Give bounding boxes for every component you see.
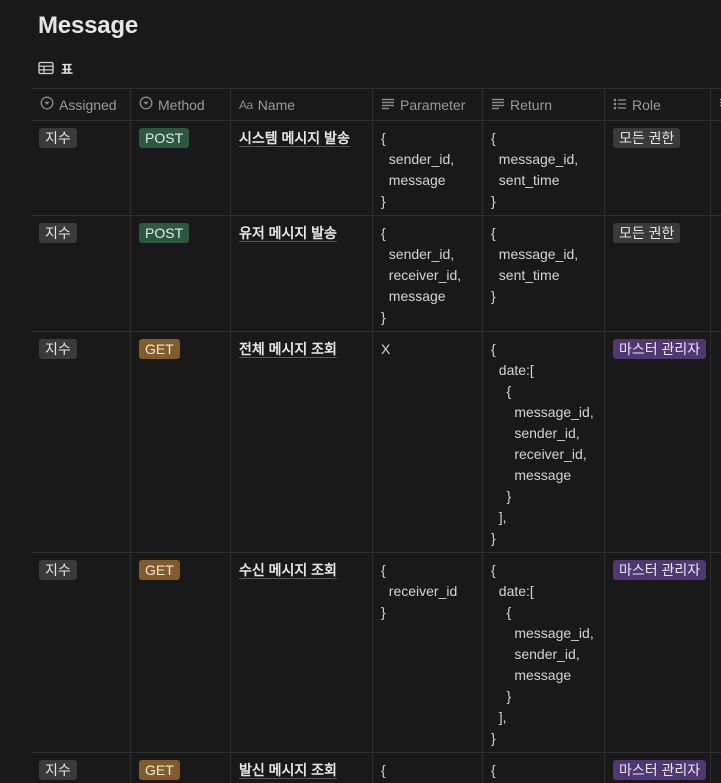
method-tag: GET	[139, 560, 180, 580]
name-cell[interactable]: 전체 메시지 조회	[231, 332, 373, 552]
parameter-cell[interactable]: X	[373, 332, 483, 552]
role-tag: 모든 권한	[613, 128, 681, 148]
overflow-cell[interactable]	[711, 216, 721, 331]
parameter-text: {	[381, 762, 386, 778]
column-header-return[interactable]: Return	[483, 89, 605, 120]
name-cell[interactable]: 유저 메시지 발송	[231, 216, 373, 331]
select-property-icon	[139, 96, 153, 113]
assigned-cell[interactable]: 지수	[32, 332, 131, 552]
role-cell[interactable]: 마스터 관리자	[605, 553, 711, 752]
row-title[interactable]: 유저 메시지 발송	[239, 225, 337, 241]
name-cell[interactable]: 발신 메시지 조회	[231, 753, 373, 783]
return-text: { date:[ { message_id, sender_id, receiv…	[491, 341, 594, 546]
parameter-text: X	[381, 341, 391, 357]
assignee-tag: 지수	[39, 339, 77, 359]
role-tag: 마스터 관리자	[613, 760, 707, 780]
assignee-tag: 지수	[39, 128, 77, 148]
parameter-cell[interactable]: { receiver_id }	[373, 553, 483, 752]
assigned-cell[interactable]: 지수	[32, 553, 131, 752]
assignee-tag: 지수	[39, 223, 77, 243]
text-property-icon	[491, 97, 505, 113]
assigned-cell[interactable]: 지수	[32, 216, 131, 331]
column-header-label: Assigned	[59, 96, 117, 113]
method-cell[interactable]: GET	[131, 553, 231, 752]
select-property-icon	[40, 96, 54, 113]
return-text: { message_id, sent_time }	[491, 225, 579, 304]
role-cell[interactable]: 마스터 관리자	[605, 753, 711, 783]
return-cell[interactable]: { date:[ { message_id, sender_id, messag…	[483, 553, 605, 752]
assigned-cell[interactable]: 지수	[32, 121, 131, 215]
return-cell[interactable]: { message_id, sent_time }	[483, 121, 605, 215]
text-property-icon	[381, 97, 395, 113]
method-tag: GET	[139, 339, 180, 359]
parameter-text: { receiver_id }	[381, 562, 458, 620]
role-tag: 마스터 관리자	[613, 560, 707, 580]
method-tag: GET	[139, 760, 180, 780]
table-row[interactable]: 지수 POST 시스템 메시지 발송 { sender_id, message …	[32, 121, 721, 216]
table-view-label: 표	[61, 61, 73, 77]
column-header-assigned[interactable]: Assigned	[32, 89, 131, 120]
row-title[interactable]: 수신 메시지 조회	[239, 562, 337, 578]
title-property-icon: Aa	[239, 97, 253, 112]
overflow-cell[interactable]	[711, 753, 721, 783]
parameter-cell[interactable]: {	[373, 753, 483, 783]
table-row[interactable]: 지수 GET 전체 메시지 조회 X { date:[ { message_id…	[32, 332, 721, 553]
method-cell[interactable]: GET	[131, 753, 231, 783]
role-cell[interactable]: 마스터 관리자	[605, 332, 711, 552]
parameter-text: { sender_id, receiver_id, message }	[381, 225, 462, 325]
assignee-tag: 지수	[39, 560, 77, 580]
method-cell[interactable]: GET	[131, 332, 231, 552]
return-text: { message_id, sent_time }	[491, 130, 579, 209]
role-cell[interactable]: 모든 권한	[605, 216, 711, 331]
table-row[interactable]: 지수 GET 발신 메시지 조회 { { 마스터 관리자	[32, 753, 721, 783]
column-header-role[interactable]: Role	[605, 89, 711, 120]
assignee-tag: 지수	[39, 760, 77, 780]
overflow-cell[interactable]	[711, 121, 721, 215]
return-cell[interactable]: {	[483, 753, 605, 783]
return-text: { date:[ { message_id, sender_id, messag…	[491, 562, 594, 746]
assigned-cell[interactable]: 지수	[32, 753, 131, 783]
row-title[interactable]: 시스템 메시지 발송	[239, 130, 350, 146]
return-text: {	[491, 762, 496, 778]
row-title[interactable]: 전체 메시지 조회	[239, 341, 337, 357]
column-header-overflow[interactable]	[711, 89, 721, 120]
overflow-cell[interactable]	[711, 553, 721, 752]
method-tag: POST	[139, 128, 190, 148]
table-view-tab[interactable]: 표	[38, 58, 73, 78]
column-header-label: Parameter	[400, 96, 466, 113]
column-header-label: Role	[632, 96, 661, 113]
row-title[interactable]: 발신 메시지 조회	[239, 762, 337, 778]
column-header-label: Return	[510, 96, 553, 113]
page-title: Message	[38, 12, 138, 39]
column-header-method[interactable]: Method	[131, 89, 231, 120]
name-cell[interactable]: 시스템 메시지 발송	[231, 121, 373, 215]
parameter-text: { sender_id, message }	[381, 130, 455, 209]
method-cell[interactable]: POST	[131, 216, 231, 331]
table-header: Assigned Method Aa Name Parameter Return	[32, 88, 721, 121]
table-row[interactable]: 지수 POST 유저 메시지 발송 { sender_id, receiver_…	[32, 216, 721, 332]
overflow-cell[interactable]	[711, 332, 721, 552]
parameter-cell[interactable]: { sender_id, receiver_id, message }	[373, 216, 483, 331]
database-table: Assigned Method Aa Name Parameter Return	[32, 88, 721, 783]
method-cell[interactable]: POST	[131, 121, 231, 215]
return-cell[interactable]: { message_id, sent_time }	[483, 216, 605, 331]
table-icon	[38, 61, 54, 75]
return-cell[interactable]: { date:[ { message_id, sender_id, receiv…	[483, 332, 605, 552]
role-tag: 모든 권한	[613, 223, 681, 243]
role-cell[interactable]: 모든 권한	[605, 121, 711, 215]
table-row[interactable]: 지수 GET 수신 메시지 조회 { receiver_id } { date:…	[32, 553, 721, 753]
parameter-cell[interactable]: { sender_id, message }	[373, 121, 483, 215]
role-tag: 마스터 관리자	[613, 339, 707, 359]
name-cell[interactable]: 수신 메시지 조회	[231, 553, 373, 752]
column-header-label: Method	[158, 96, 205, 113]
column-header-parameter[interactable]: Parameter	[373, 89, 483, 120]
column-header-name[interactable]: Aa Name	[231, 89, 373, 120]
multi-select-property-icon	[613, 97, 627, 113]
column-header-label: Name	[257, 96, 296, 113]
method-tag: POST	[139, 223, 190, 243]
